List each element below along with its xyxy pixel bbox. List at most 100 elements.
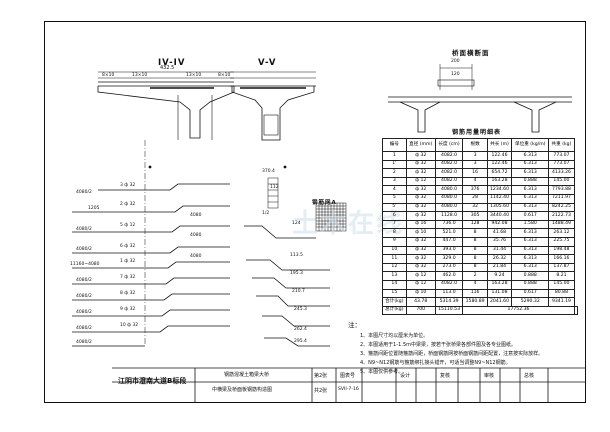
table-cell: ф 12: [405, 279, 436, 290]
stirrup-3: 210.7: [292, 289, 305, 294]
plan-title: 桥面横断面: [452, 49, 490, 57]
rebar-schedule-table: 编号 直径 (mm) 长度 (cm) 根数 共长 (m) 单位重 (kg/m) …: [382, 138, 579, 316]
table-cell: 137.87: [548, 262, 575, 273]
table-cell: 0.888: [511, 271, 550, 281]
table-cell: ф 32: [405, 193, 436, 204]
table-cell: 11: [382, 254, 407, 264]
stirrup-4: 245.3: [294, 307, 307, 312]
sheet-total: 共2张: [314, 388, 328, 394]
table-cell: ф 32: [405, 151, 436, 161]
table-cell: 6.313: [511, 193, 550, 204]
table-cell: 5314.39: [434, 297, 464, 307]
table-cell: 736.0: [434, 219, 464, 230]
table-cell: 4082.0: [434, 279, 464, 290]
stirrup-5: 262.4: [294, 327, 307, 332]
table-cell: 1.580: [511, 219, 550, 230]
table-header-cell: 共长 (m): [486, 138, 513, 152]
bar-label-5: 11160~4080: [70, 262, 100, 267]
table-cell: 6: [382, 211, 407, 221]
dim-top-b: 13×10: [132, 73, 148, 78]
bar-note-2: 2 ф 32: [120, 202, 136, 207]
bar-note-8: 9 ф 32: [120, 307, 136, 312]
table-cell: ф 32: [405, 254, 436, 264]
table-cell: 4080.0: [434, 193, 464, 204]
section-iv-title: IV-IV: [158, 58, 186, 68]
table-cell: 2122.73: [548, 211, 575, 221]
table-cell: 393.0: [434, 245, 464, 256]
table-cell: 273.0: [434, 262, 464, 273]
table-cell: 15110.53: [434, 305, 464, 316]
dim-top-d: 8×10: [218, 73, 231, 78]
table-header-cell: 编号: [382, 138, 407, 152]
table-cell: 4082.0: [434, 151, 464, 161]
table-cell: 700: [405, 305, 436, 316]
table-cell: 1488.49: [548, 219, 575, 230]
table-cell: ф 10: [405, 228, 436, 238]
table-cell: 21.84: [486, 262, 513, 273]
note-1: 1、本图尺寸均以厘米为单位。: [360, 333, 429, 339]
table-cell: 4080.0: [434, 202, 464, 213]
table-cell: 4133.26: [548, 168, 575, 178]
dim-plan-120: 120: [451, 72, 460, 77]
table-header-cell: 长度 (cm): [434, 138, 464, 152]
table-cell: 13: [382, 271, 407, 281]
table-cell: 8: [462, 254, 488, 264]
table-cell: 9341.19: [548, 297, 575, 307]
table-cell: 942.08: [486, 219, 513, 230]
bar-label-9: 4080/2: [76, 326, 92, 331]
table-cell: 6.313: [511, 185, 550, 195]
bar-label-10: 4080/2: [76, 340, 92, 345]
bar-label-8: 4080/2: [76, 310, 92, 315]
table-cell: 163.28: [486, 176, 513, 187]
stirrup-124: 124: [292, 221, 301, 226]
table-cell: 8.21: [548, 271, 575, 281]
table-cell: 122.46: [486, 151, 513, 161]
table-cell: 7211.97: [548, 193, 575, 204]
table-cell: 4082.0: [434, 176, 464, 187]
table-cell: 12: [382, 262, 407, 273]
table-cell: 28: [462, 193, 488, 204]
bar-label-1: 4080/2: [76, 190, 92, 195]
table-cell: ф 12: [405, 176, 436, 187]
table-cell: 6.313: [511, 245, 550, 256]
table-header-cell: 单位重 (kg/m): [511, 138, 550, 152]
table-cell: 3440.40: [486, 211, 513, 221]
note-2: 2、本图适用于1-1.5m中梁梁，按若干张桥梁各部件图及各专业图纸。: [360, 342, 516, 348]
table-cell: 145.00: [548, 176, 575, 187]
table-cell: 521.0: [434, 228, 464, 238]
table-cell: 7: [382, 219, 407, 230]
table-cell: 2: [462, 271, 488, 281]
table-total-row: 总计(kg) 700 15110.53 17752.36: [382, 305, 579, 316]
table-cell: ф 32: [405, 185, 436, 195]
table-cell: 9.24: [486, 271, 513, 281]
table-cell: 4: [382, 185, 407, 195]
dim-mesh-c: 1/2: [262, 211, 270, 216]
table-cell: 225.75: [548, 236, 575, 247]
drawing-code: SVII-7-16: [338, 387, 359, 392]
bar-len-3: 4080: [190, 254, 202, 259]
dim-top-a: 8×10: [102, 73, 115, 78]
table-cell: 0.617: [511, 288, 550, 299]
stirrup-6: 295.4: [294, 339, 307, 344]
table-cell: 128: [462, 219, 488, 230]
project-name: 江阴市澄南大道B标段: [118, 377, 187, 385]
bar-note-5: 1 ф 32: [120, 259, 136, 264]
table-cell: 329.0: [434, 254, 464, 264]
table-cell: [573, 305, 579, 316]
note-4: 4、N9~N12钢筋与箍筋绑扎接头错开，可适当调整N9~N12钢筋。: [360, 360, 511, 366]
table-cell: 8: [462, 236, 488, 247]
table-cell: 3: [382, 176, 407, 187]
table-cell: 6.313: [511, 168, 550, 178]
